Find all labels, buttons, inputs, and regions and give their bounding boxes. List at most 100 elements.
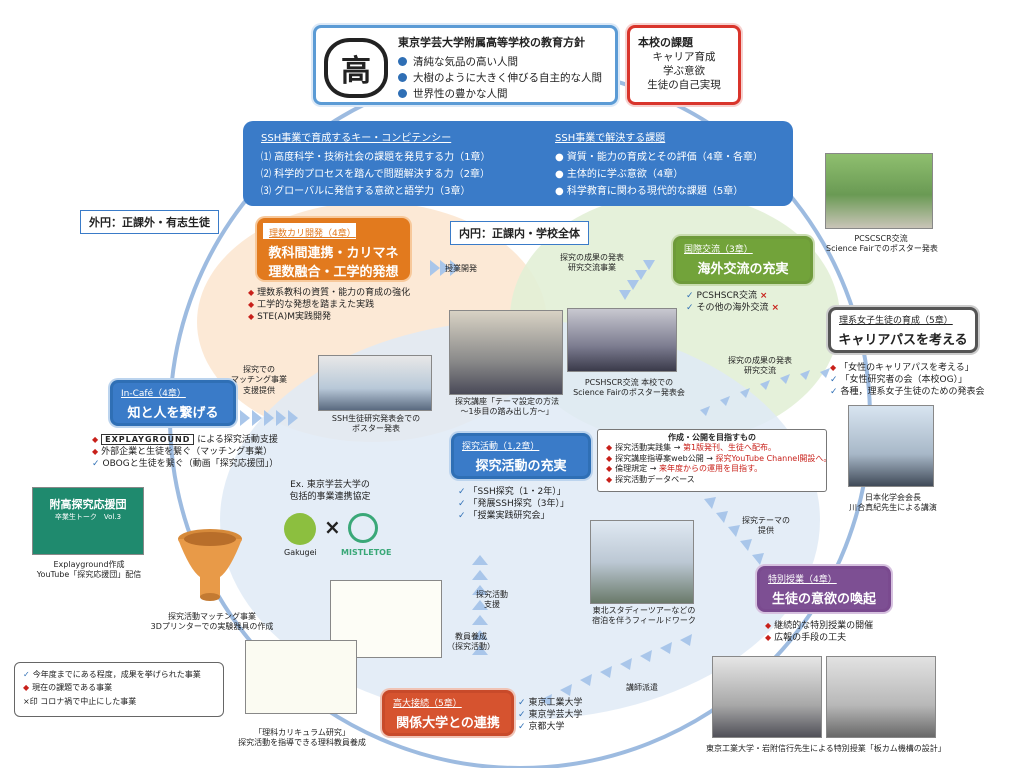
caption-line: 川合真紀先生による講演: [849, 503, 937, 513]
univ-items: ✓東京工業大学 ✓東京学芸大学 ✓京都大学: [518, 697, 583, 733]
check-icon: ✓: [518, 722, 526, 733]
video-subtitle: 卒業生トーク Vol.3: [54, 513, 122, 521]
policy-item: 清純な気品の高い人間: [398, 54, 518, 69]
special-lecture-box: 特別授業（4章） 生徒の意欲の喚起: [757, 566, 891, 612]
check-icon: ✓: [518, 698, 526, 708]
special-bullet: ◆継続的な特別授業の開催: [765, 620, 873, 632]
flow-line: 支援提供: [243, 385, 275, 395]
career-tag: 理系女子生徒の育成（5章）: [839, 316, 953, 326]
caption-line: 探究講座「テーマ設定の方法: [455, 397, 559, 406]
career-bullet-text: 「女性研究者の会（本校OG）」: [840, 375, 968, 386]
check-icon: ✓: [830, 375, 838, 386]
caption-line: 日本化学会会長: [865, 493, 921, 502]
caption-line: 「理科カリキュラム研究」: [254, 728, 350, 737]
titech-caption: 東京工業大学・岩附信行先生による特別授業「板カム機構の設計」: [706, 744, 946, 753]
cross-mark: ×: [324, 515, 341, 539]
career-box: 理系女子生徒の育成（5章） キャリアパスを考える: [828, 307, 978, 353]
inquiry-item: ✓「SSH探究（1・2年）」: [458, 486, 569, 498]
3d-printed-funnel-icon: [178, 529, 242, 601]
issue-line: 生徒の自己実現: [647, 79, 721, 92]
univ-item: ✓東京学芸大学: [518, 709, 583, 721]
diamond-icon: ◆: [765, 633, 772, 643]
legend-text: 現在の課題である事業: [32, 683, 113, 693]
note-item-text: 探究活動データベース: [615, 474, 695, 484]
check-icon: ✓: [686, 303, 694, 314]
math-curriculum-box: 理数カリ開発（4章） 教科間連携・カリマネ 理数融合・工学的発想: [257, 218, 410, 280]
diamond-icon: ◆: [92, 435, 99, 444]
inquiry-item-text: 「SSH探究（1・2年）」: [468, 487, 566, 497]
career-bullets: ◆「女性のキャリアパスを考える」 ✓「女性研究者の会（本校OG）」 ✓各種，理系…: [830, 362, 985, 398]
flow-line: 探究の成果の発表: [560, 253, 624, 262]
chemsoc-photo: [848, 405, 934, 487]
diamond-icon: ◆: [606, 474, 613, 484]
caption-line: 〜1歩目の踏み出し方〜」: [460, 407, 554, 417]
univ-item-text: 東京工業大学: [528, 698, 583, 708]
flow-line: 探究テーマの: [742, 516, 790, 525]
mistletoe-logo-text: MISTLETOE: [341, 548, 392, 557]
note-item-status: 探究YouTube Channel開設へ。: [715, 453, 832, 463]
diamond-icon: ◆: [606, 453, 613, 463]
agreement-label: Ex. 東京学芸大学の包括的事業連携協定: [285, 479, 375, 503]
special-tag: 特別授業（4章）: [768, 575, 837, 585]
lecture-caption: 探究講座「テーマ設定の方法〜1歩目の踏み出し方〜」: [449, 397, 565, 418]
univ-item: ✓京都大学: [518, 721, 583, 733]
solve-item: ● 主体的に学ぶ意欲（4章）: [555, 169, 684, 180]
check-icon: ✓: [458, 487, 466, 497]
flow-line: 教員養成: [455, 632, 487, 641]
rika-caption: 「理科カリキュラム研究」探究活動を指導できる理科教員養成: [222, 728, 382, 749]
inquiry-item: ✓「発展SSH探究（3年）」: [458, 498, 569, 510]
diamond-icon: ◆: [248, 288, 255, 297]
math-bullet-text: 工学的な発想を踏まえた実践: [257, 300, 375, 311]
legend-x-prefix: ×印: [23, 696, 38, 706]
flow-line: 探究の成果の発表: [728, 356, 792, 365]
career-bullet: ✓各種，理系女子生徒のための発表会: [830, 386, 985, 398]
solve-item: ● 資質・能力の育成とその評価（4章・各章）: [555, 152, 763, 163]
caption-line: 3Dプリンターでの実験器具の作成: [150, 622, 274, 632]
solve-heading: SSH事業で解決する課題: [555, 133, 666, 144]
flow-label-seika2: 探究の成果の発表研究交流: [728, 356, 792, 377]
ssh-poster-caption: SSH生徒研究発表会でのポスター発表: [318, 414, 434, 435]
policy-item-text: 世界性の豊かな人間: [413, 88, 508, 100]
flow-line: （探究活動）: [447, 642, 495, 652]
inner-circle-label: 内円：正課内・学校全体: [450, 221, 589, 245]
pcsc-photo: [825, 153, 933, 229]
note-item: ◆探究講座指導案web公開 → 探究YouTube Channel開設へ。: [598, 453, 831, 464]
legend-item: ×印 コロナ禍で中止にした事業: [23, 697, 223, 707]
issue-line: キャリア育成: [652, 51, 716, 63]
explayground-logo: EXPLAYGROUND: [101, 434, 195, 445]
note-item: ◆探究活動データベース: [598, 475, 826, 485]
policy-item-text: 清純な気品の高い人間: [413, 56, 518, 68]
titech-photo: [712, 656, 822, 738]
curriculum-doc-image: [245, 640, 357, 714]
intl-tag: 国際交流（3章）: [684, 245, 753, 255]
flow-label-seika: 探究の成果の発表研究交流事業: [560, 253, 624, 274]
note-item: ◆探究活動実践集 → 第1版発刊、生徒へ配布。: [598, 443, 826, 453]
mistletoe-logo-icon: [348, 513, 378, 543]
diamond-icon: ◆: [23, 683, 30, 693]
caption-line: 探究活動マッチング事業: [168, 612, 256, 621]
school-seal-icon: 高: [324, 38, 388, 98]
math-bullet: ◆理数系教科の資質・能力の育成の強化: [248, 287, 410, 299]
flow-line: 研究交流事業: [568, 263, 616, 273]
bullet-icon: [398, 89, 407, 98]
caption-line: ポスター発表: [352, 424, 400, 434]
ssh-competency-box: SSH事業で育成するキー・コンピテンシー ⑴ 高度科学・技術社会の課題を発見する…: [243, 121, 793, 206]
math-bullet-text: STE(A)M実践開発: [257, 312, 331, 323]
intl-item: ✓PCSHSCR交流 ×: [686, 290, 779, 302]
international-exchange-box: 国際交流（3章） 海外交流の充実: [673, 236, 813, 284]
flow-label-shien: 探究活動支援: [476, 590, 508, 611]
check-icon: ✓: [23, 670, 30, 679]
seal-char: 高: [341, 54, 371, 89]
competency-item: ⑴ 高度科学・技術社会の課題を発見する力（1章）: [261, 152, 491, 163]
flow-line: 支援: [484, 600, 500, 610]
inquiry-item-text: 「授業実践研究会」: [468, 511, 550, 522]
inquiry-item-text: 「発展SSH探究（3年）」: [468, 499, 569, 510]
flow-label-jugyo: 授業開発: [445, 264, 477, 273]
cancel-mark: ×: [759, 291, 768, 301]
publication-goals-box: 作成・公開を目指すもの ◆探究活動実践集 → 第1版発刊、生徒へ配布。 ◆探究講…: [597, 429, 831, 492]
intl-item: ✓その他の海外交流 ×: [686, 302, 779, 314]
career-bullet-text: 「女性のキャリアパスを考える」: [839, 363, 974, 373]
flow-line: マッチング事業: [231, 375, 287, 385]
legend-box: ✓今年度までにある程度，成果を挙げられた事業 ◆現在の課題である事業 ×印 コロ…: [14, 662, 224, 717]
note-item-text: 探究講座指導案web公開 →: [615, 453, 716, 463]
